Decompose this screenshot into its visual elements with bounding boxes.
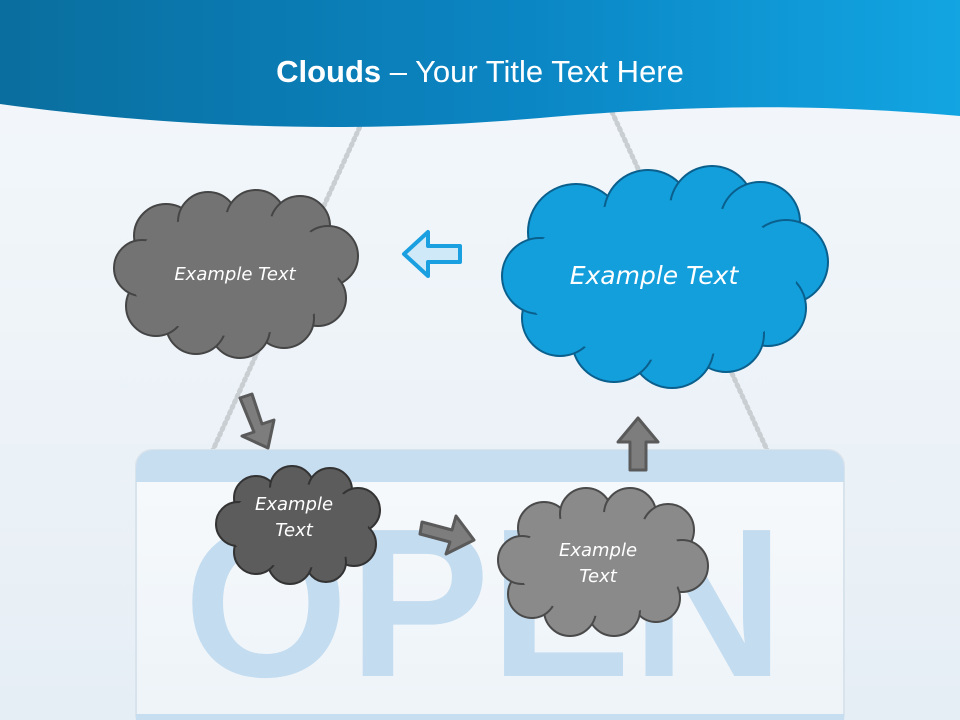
cloud-bottom-left (215, 465, 381, 585)
cloud-bottom-right-text: Example Text (528, 538, 668, 590)
arrow-up-gray-icon (616, 416, 660, 472)
title-bold: Clouds (276, 54, 382, 89)
title-dash: – (381, 54, 416, 89)
cloud-top-right-text: Example Text (569, 261, 739, 290)
cloud-bottom-left-text: Example Text (228, 492, 360, 544)
arrow-right-gray-icon (418, 514, 476, 556)
cloud-bottom-right-line1: Example (558, 540, 638, 561)
header-band (0, 0, 960, 127)
page-title: Clouds – Your Title Text Here (0, 54, 960, 90)
cloud-bottom-right (497, 487, 709, 637)
cloud-top-left (113, 189, 359, 359)
arrow-down-gray-icon (238, 392, 276, 450)
cloud-bottom-left-line1: Example (254, 494, 334, 515)
cloud-top-left-text: Example Text (174, 264, 296, 285)
cloud-top-right (501, 165, 829, 389)
cloud-bottom-left-line2: Text (275, 520, 313, 542)
cloud-bottom-right-line2: Text (579, 566, 617, 588)
arrow-left-blue-icon (402, 230, 462, 278)
title-rest: Your Title Text Here (415, 54, 684, 89)
